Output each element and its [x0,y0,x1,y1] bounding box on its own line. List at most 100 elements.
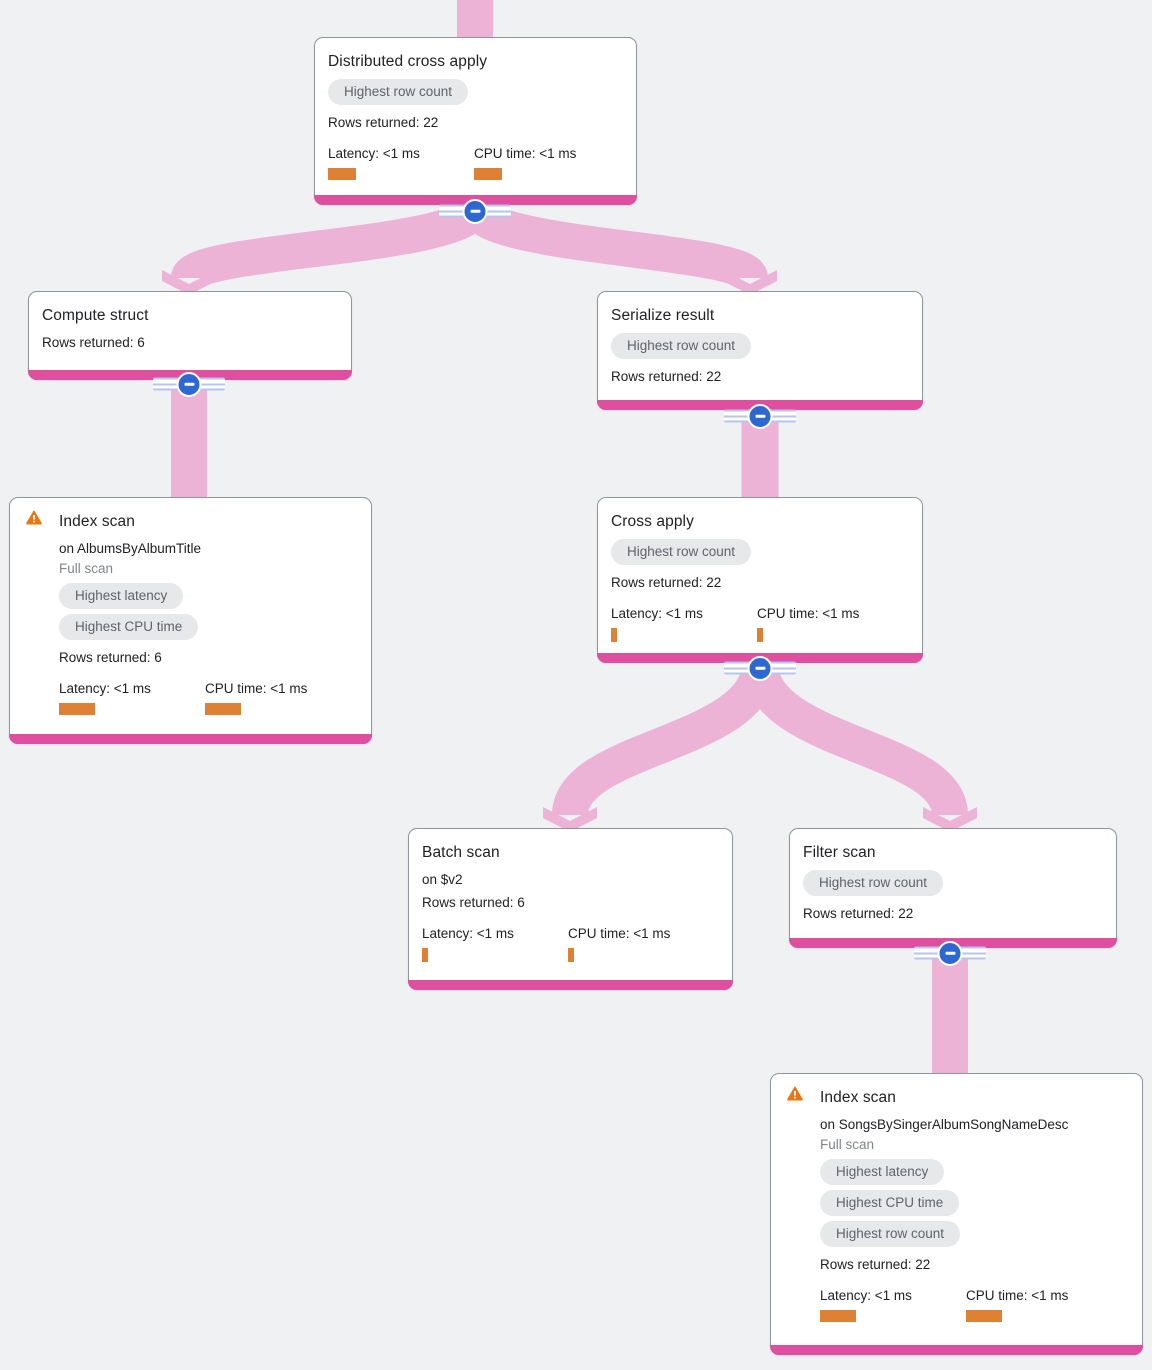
minus-icon[interactable] [937,940,963,966]
scan-note: Full scan [59,561,114,576]
cpu-time-bar [757,628,763,642]
cpu-time-metric: CPU time: <1 ms [205,680,351,715]
status-badge: Highest row count [611,539,752,565]
rows-returned: Rows returned: 22 [820,1257,931,1272]
status-badge: Highest CPU time [820,1190,960,1216]
rows-returned: Rows returned: 22 [611,369,722,384]
link-arrowhead [543,807,597,832]
node-subtitle: on AlbumsByAlbumTitle [59,541,202,556]
metric-label: Latency: <1 ms [820,1288,912,1303]
minus-icon[interactable] [462,198,488,224]
node-accent-bar [408,980,733,990]
node-title: Filter scan [803,844,876,861]
scan-note: Full scan [820,1137,875,1152]
metric-label: CPU time: <1 ms [966,1288,1069,1303]
node-title: Compute struct [42,307,149,324]
plan-link [171,198,493,289]
metric-label: CPU time: <1 ms [568,926,671,941]
metrics-row: Latency: <1 ms CPU time: <1 ms [328,145,623,180]
minus-icon[interactable] [176,371,202,397]
collapse-button[interactable] [724,403,796,429]
cpu-time-bar [568,948,574,962]
metric-label: Latency: <1 ms [328,146,420,161]
cpu-time-bar [966,1310,1002,1322]
badge-list: Highest row count [328,79,623,110]
latency-bar [611,628,617,642]
latency-bar [422,948,428,962]
cpu-time-bar [474,168,502,180]
plan-link [552,661,778,818]
cpu-time-metric: CPU time: <1 ms [757,605,903,642]
minus-icon[interactable] [747,403,773,429]
cpu-time-bar [205,703,241,715]
node-title: Index scan [59,513,135,530]
collapse-button[interactable] [914,940,986,966]
status-badge: Highest CPU time [59,614,199,640]
plan-link [171,380,207,497]
metric-label: CPU time: <1 ms [757,606,860,621]
metrics-row: Latency: <1 ms CPU time: <1 ms [59,680,358,715]
node-subtitle: on SongsBySingerAlbumSongNameDesc [820,1117,1069,1132]
latency-bar [328,168,356,180]
cpu-time-metric: CPU time: <1 ms [474,145,620,180]
collapse-button[interactable] [153,371,225,397]
latency-metric: Latency: <1 ms [328,145,474,180]
node-accent-bar [9,734,372,744]
minus-icon[interactable] [747,655,773,681]
node-title: Index scan [820,1089,896,1106]
node-subtitle: on $v2 [422,872,463,887]
link-arrowhead [723,270,777,295]
rows-returned: Rows returned: 22 [803,906,914,921]
plan-link [457,199,768,289]
status-badge: Highest row count [820,1221,961,1247]
metric-label: CPU time: <1 ms [474,146,577,161]
badge-list: Highest row count [803,870,1103,901]
latency-metric: Latency: <1 ms [611,605,757,642]
node-content: Index scan on SongsBySingerAlbumSongNameD… [771,1074,1142,1322]
node-accent-bar [770,1345,1143,1355]
badge-list: Highest row count [611,539,909,570]
badge-list: Highest row count [611,333,909,364]
collapse-button[interactable] [724,655,796,681]
latency-metric: Latency: <1 ms [422,925,568,962]
rows-returned: Rows returned: 6 [422,895,525,910]
link-arrowhead [923,807,977,832]
node-title: Distributed cross apply [328,53,488,70]
metric-label: CPU time: <1 ms [205,681,308,696]
status-badge: Highest latency [820,1159,945,1185]
status-badge: Highest row count [328,79,469,105]
rows-returned: Rows returned: 6 [59,650,162,665]
cpu-time-metric: CPU time: <1 ms [966,1287,1112,1322]
node-title: Cross apply [611,513,694,530]
link-arrowhead [162,270,216,295]
metrics-row: Latency: <1 ms CPU time: <1 ms [820,1287,1129,1322]
metric-label: Latency: <1 ms [59,681,151,696]
node-title: Batch scan [422,844,500,861]
node-title: Serialize result [611,307,715,324]
plan-link [932,948,968,1073]
rows-returned: Rows returned: 6 [42,335,145,350]
collapse-button[interactable] [439,198,511,224]
status-badge: Highest row count [611,333,752,359]
plan-node-index-scan-songs[interactable]: Index scan on SongsBySingerAlbumSongNameD… [770,1073,1143,1355]
rows-returned: Rows returned: 22 [328,115,439,130]
warning-icon [787,1086,803,1101]
rows-returned: Rows returned: 22 [611,575,722,590]
latency-bar [59,703,95,715]
